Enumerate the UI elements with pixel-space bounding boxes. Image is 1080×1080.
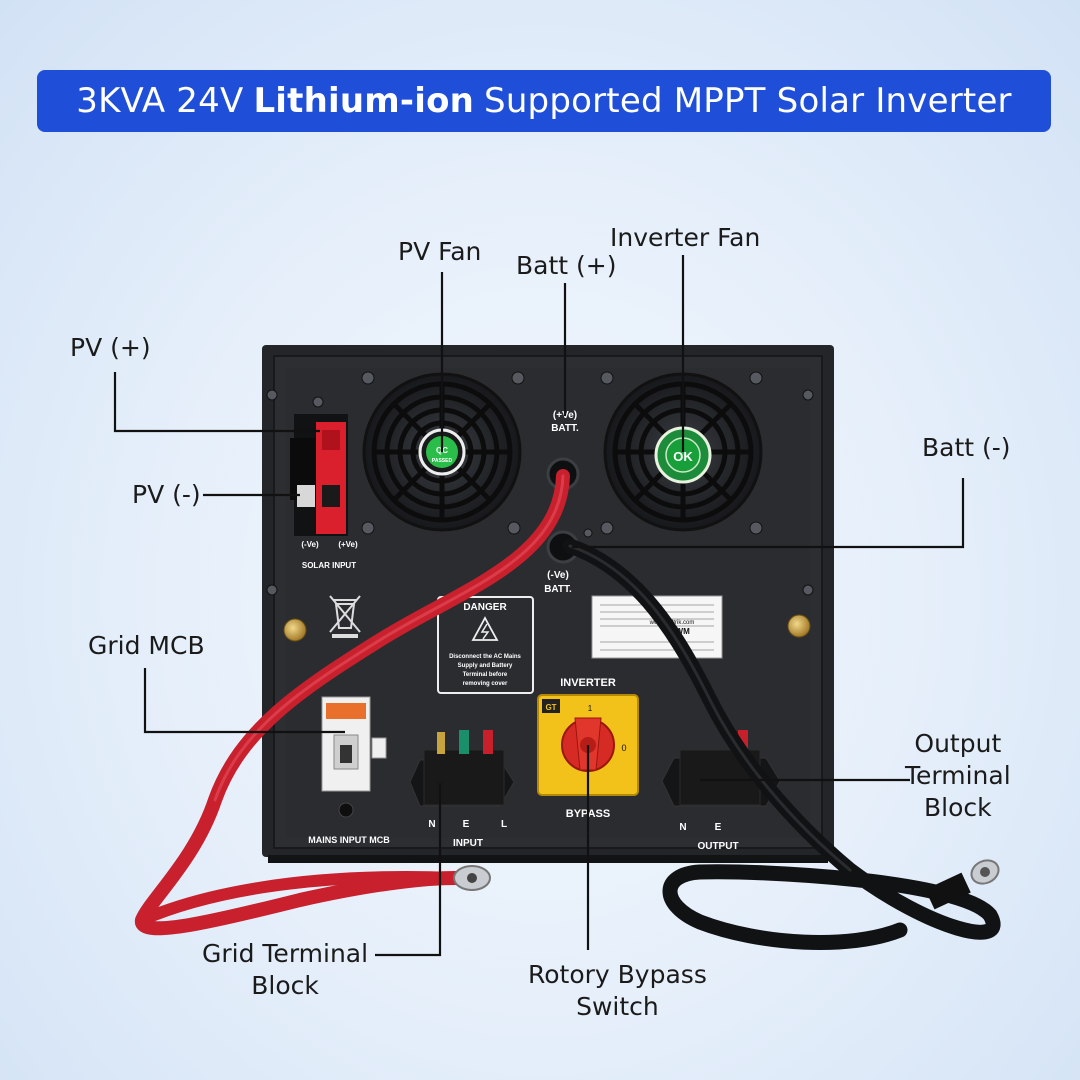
danger-sticker: DANGER Disconnect the AC Mains Supply an… xyxy=(437,596,534,694)
input-text: INPUT xyxy=(453,838,483,849)
neg-batt-sign: (-Ve) xyxy=(547,570,569,581)
input-l: L xyxy=(501,819,507,830)
title-suffix: Supported MPPT Solar Inverter xyxy=(484,81,1012,121)
output-n: N xyxy=(679,822,686,833)
switch-zero: 0 xyxy=(621,743,626,753)
input-terminal-block: N E L INPUT xyxy=(409,730,515,849)
title-prefix: 3KVA 24V xyxy=(76,81,244,121)
label-grid-terminal-block: Grid Terminal Block xyxy=(202,938,368,1002)
danger-title: DANGER xyxy=(463,602,507,613)
label-grid-terminal-line-1: Grid Terminal xyxy=(202,939,369,968)
switch-brand: GT xyxy=(545,703,556,712)
label-batt-pos: Batt (+) xyxy=(516,251,617,280)
label-output-line-3: Block xyxy=(924,793,992,822)
label-bypass-switch: Rotory Bypass Switch xyxy=(528,959,707,1023)
danger-line-1: Disconnect the AC Mains xyxy=(449,654,521,660)
label-grid-terminal-line-2: Block xyxy=(251,971,319,1000)
mains-input-mcb-text: MAINS INPUT MCB xyxy=(308,835,390,845)
label-pv-neg: PV (-) xyxy=(132,480,201,509)
label-grid-mcb: Grid MCB xyxy=(88,631,205,660)
input-n: N xyxy=(428,819,435,830)
black-battery-cable xyxy=(562,538,1001,950)
label-batt-neg: Batt (-) xyxy=(922,433,1011,462)
output-e: E xyxy=(715,822,722,833)
output-text: OUTPUT xyxy=(697,841,738,852)
danger-line-3: Terminal before xyxy=(463,672,508,678)
danger-line-4: removing cover xyxy=(463,681,508,687)
title-banner: 3KVA 24V Lithium-ion Supported MPPT Sola… xyxy=(37,70,1051,132)
solar-input-text: SOLAR INPUT xyxy=(302,561,356,570)
neg-batt-text: BATT. xyxy=(544,584,572,595)
label-pv-fan: PV Fan xyxy=(398,237,482,266)
solar-neg-text: (-Ve) xyxy=(301,540,319,549)
label-bypass-line-1: Rotory Bypass xyxy=(528,960,707,989)
danger-line-2: Supply and Battery xyxy=(458,663,513,669)
brass-stud-left xyxy=(283,618,307,642)
red-battery-cable xyxy=(135,469,570,936)
brass-stud-right xyxy=(787,614,811,638)
weee-bin-sticker xyxy=(329,595,361,638)
input-e: E xyxy=(463,819,470,830)
switch-one: 1 xyxy=(588,704,593,713)
title-bold: Lithium-ion xyxy=(253,81,475,121)
label-bypass-line-2: Switch xyxy=(576,992,659,1021)
label-pv-pos: PV (+) xyxy=(70,333,151,362)
screws xyxy=(266,371,814,596)
solar-input-connector: (-Ve) (+Ve) SOLAR INPUT xyxy=(290,414,358,570)
sticker-brand: PWM xyxy=(670,627,690,636)
label-output-line-1: Output xyxy=(914,729,1002,758)
ok-text: OK xyxy=(673,449,693,464)
inverter-text: INVERTER xyxy=(560,677,616,689)
pos-batt-text: BATT. xyxy=(551,423,579,434)
label-output-terminal-block: Output Terminal Block xyxy=(905,728,1011,824)
mains-mcb: MAINS INPUT MCB xyxy=(308,696,390,845)
label-inverter-fan: Inverter Fan xyxy=(610,223,761,252)
qc-passed-text: PASSED xyxy=(432,458,453,464)
label-output-line-2: Terminal xyxy=(905,761,1011,790)
leader-lines xyxy=(113,255,965,957)
solar-pos-text: (+Ve) xyxy=(338,540,358,549)
